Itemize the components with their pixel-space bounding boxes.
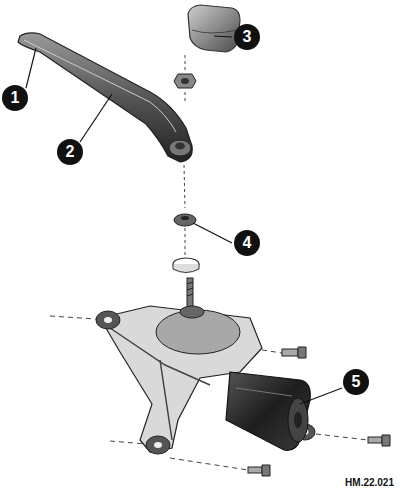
callout-number: 4 <box>243 234 252 252</box>
callout-number: 3 <box>243 28 252 46</box>
figure-code: HM.22.021 <box>345 477 394 488</box>
callout-number: 2 <box>66 143 75 161</box>
callout-number: 5 <box>352 373 361 391</box>
callout-number: 1 <box>11 89 20 107</box>
